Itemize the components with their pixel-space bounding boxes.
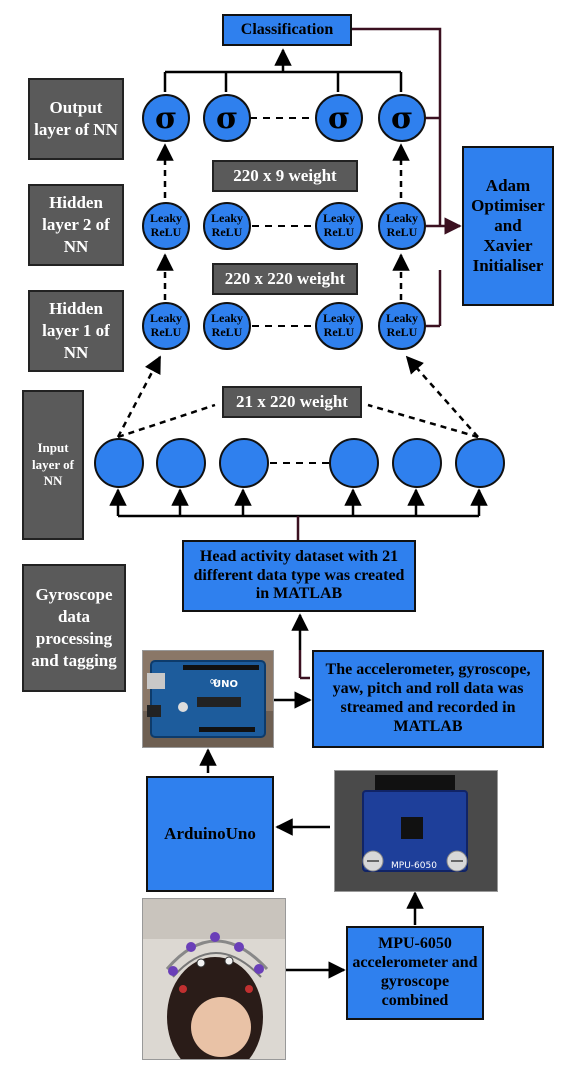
hidden1-label-box: Hidden layer 1 of NN	[28, 290, 124, 372]
weight-box-in: 21 x 220 weight	[222, 386, 362, 418]
optimiser-lines	[352, 27, 462, 328]
gyro-label-box: Gyroscope data processing and tagging	[22, 564, 126, 692]
input-node	[329, 438, 379, 488]
gyro-label: Gyroscope data processing and tagging	[31, 584, 117, 671]
output-layer-label: Output layer of NN	[34, 97, 118, 139]
output-node: σ	[378, 94, 426, 142]
classification-label: Classification	[240, 20, 334, 38]
arduino-box: ArduinoUno	[146, 776, 274, 892]
hidden2-node: Leaky ReLU	[315, 202, 363, 250]
input-node	[219, 438, 269, 488]
weight-box-hidden: 220 x 220 weight	[212, 263, 358, 295]
dataset-label: Head activity dataset with 21 different …	[193, 547, 405, 603]
weight-box-out: 220 x 9 weight	[212, 160, 358, 192]
streamed-label: The accelerometer, gyroscope, yaw, pitch…	[325, 661, 531, 735]
mpu6050-photo: MPU-6050	[334, 770, 498, 892]
mpu-board-drawing: MPU-6050	[335, 771, 497, 891]
infinity-logo: ∞	[209, 674, 219, 688]
optimiser-box: Adam Optimiser and Xavier Initialiser	[462, 146, 554, 306]
arduino-board-drawing: UNO ∞	[143, 651, 273, 747]
input-layer-label: Input layer of NN	[32, 439, 74, 489]
input-bus	[109, 488, 488, 518]
streamed-box: The accelerometer, gyroscope, yaw, pitch…	[312, 650, 544, 748]
hidden1-label: Hidden layer 1 of NN	[42, 298, 110, 363]
input-node	[94, 438, 144, 488]
mpu-chip-text: MPU-6050	[391, 861, 437, 871]
arduino-label: ArduinoUno	[164, 823, 256, 843]
output-node: σ	[203, 94, 251, 142]
weight-hidden-label: 220 x 220 weight	[224, 269, 346, 288]
hidden2-label: Hidden layer 2 of NN	[42, 192, 110, 257]
mpu-label: MPU-6050 accelerometer and gyroscope com…	[352, 935, 478, 1009]
dataset-box: Head activity dataset with 21 different …	[182, 540, 416, 612]
mpu-box: MPU-6050 accelerometer and gyroscope com…	[346, 926, 484, 1020]
output-node: σ	[142, 94, 190, 142]
leaky-relu-label: Leaky ReLU	[210, 311, 243, 339]
weight-out-label: 220 x 9 weight	[233, 166, 337, 185]
node-dash-lines	[250, 117, 330, 464]
output-layer-label-box: Output layer of NN	[28, 78, 124, 160]
leaky-relu-label: Leaky ReLU	[149, 311, 182, 339]
board-uno-text: UNO	[213, 679, 238, 690]
weight-in-label: 21 x 220 weight	[236, 392, 348, 411]
hidden1-node: Leaky ReLU	[378, 302, 426, 350]
leaky-relu-label: Leaky ReLU	[385, 311, 418, 339]
input-node	[455, 438, 505, 488]
input-node	[156, 438, 206, 488]
hidden1-node: Leaky ReLU	[142, 302, 190, 350]
input-layer-label-box: Input layer of NN	[22, 390, 84, 540]
hidden2-node: Leaky ReLU	[203, 202, 251, 250]
hidden1-node: Leaky ReLU	[203, 302, 251, 350]
sigma-symbol: σ	[390, 100, 414, 136]
leaky-relu-label: Leaky ReLU	[322, 211, 355, 239]
leaky-relu-label: Leaky ReLU	[149, 211, 182, 239]
optimiser-label: Adam Optimiser and Xavier Initialiser	[471, 175, 545, 276]
eeg-cap-drawing	[143, 899, 285, 1059]
leaky-relu-label: Leaky ReLU	[322, 311, 355, 339]
hidden2-node: Leaky ReLU	[142, 202, 190, 250]
pipeline-arrows	[199, 613, 424, 979]
input-node	[392, 438, 442, 488]
eeg-cap-photo	[142, 898, 286, 1060]
sigma-symbol: σ	[327, 100, 351, 136]
hidden1-node: Leaky ReLU	[315, 302, 363, 350]
leaky-relu-label: Leaky ReLU	[210, 211, 243, 239]
hidden2-node: Leaky ReLU	[378, 202, 426, 250]
leaky-relu-label: Leaky ReLU	[385, 211, 418, 239]
hidden2-label-box: Hidden layer 2 of NN	[28, 184, 124, 266]
sigma-symbol: σ	[154, 100, 178, 136]
arduino-board-photo: UNO ∞	[142, 650, 274, 748]
sigma-symbol: σ	[215, 100, 239, 136]
layer-dash-arrows	[116, 143, 479, 439]
classification-box: Classification	[222, 14, 352, 46]
output-to-classification	[163, 48, 403, 92]
output-node: σ	[315, 94, 363, 142]
